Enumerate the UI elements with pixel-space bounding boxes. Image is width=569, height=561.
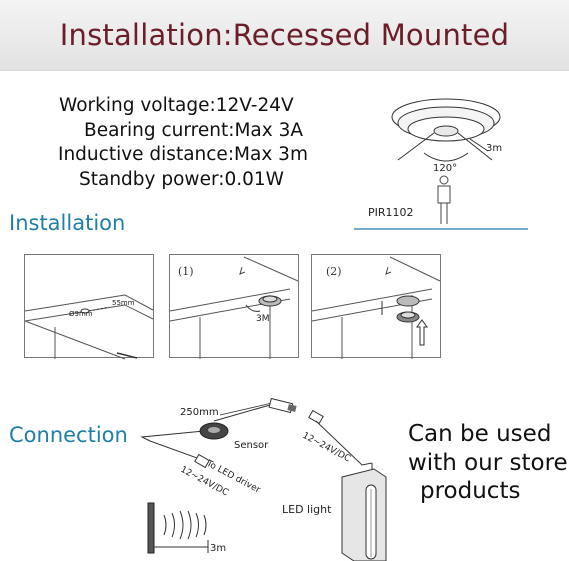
spec-voltage: Working voltage:12V-24V (59, 95, 294, 116)
tape-label: 3M (256, 314, 270, 324)
connector-block (268, 397, 297, 414)
range-leader (469, 138, 489, 152)
angle-arc (423, 152, 469, 162)
model-label: PIR1102 (368, 206, 414, 219)
cable-length-label: 250mm (180, 407, 219, 418)
push-arrow (416, 319, 428, 346)
step-2-label: (2) (326, 265, 342, 278)
tagline-line-1: Can be used (408, 421, 552, 447)
spec-current: Bearing current:Max 3A (84, 119, 304, 141)
led-light-label: LED light (282, 503, 332, 516)
wave-icon (163, 510, 207, 540)
compatibility-note: Can be used with our store products (408, 420, 568, 506)
spec-distance: Inductive distance:Max 3m (58, 144, 308, 165)
cable-length-dim (219, 402, 273, 416)
cabinet-mount-drawing: (1) 3M (169, 256, 299, 359)
driver-plug (149, 440, 210, 469)
sensor-range-diagram: 120° 3m PIR1102 (354, 98, 528, 230)
page-title: Installation:Recessed Mounted (59, 18, 510, 52)
wave-distance-label: 3m (210, 543, 226, 554)
hole-size-label: Ø9mm (69, 310, 93, 318)
range-label: 3m (486, 143, 502, 154)
person-icon (437, 175, 451, 224)
wiring-diagram: 250mm Sensor 12~24V/DC To LED driver 12~… (140, 397, 387, 561)
install-step-drill: Ø9mm 55mm (24, 254, 154, 360)
drill-hole (80, 308, 90, 314)
spec-list: Working voltage:12V-24V Bearing current:… (56, 94, 308, 192)
sensor-lens (433, 125, 459, 137)
installation-heading: Installation (9, 211, 126, 235)
led-light-bar (341, 468, 387, 561)
step-1-label: (1) (178, 265, 194, 278)
header-banner: Installation:Recessed Mounted (0, 0, 569, 71)
cabinet-press-drawing: (2) (311, 256, 441, 359)
dc-plug (308, 409, 373, 466)
connection-heading: Connection (9, 423, 128, 447)
tagline-line-2: with our store (408, 449, 568, 476)
offset-label: 55mm (112, 299, 135, 307)
cone-right-line (457, 132, 493, 161)
cabinet-drill-drawing: Ø9mm 55mm (24, 294, 154, 360)
install-step-2: (2) (311, 254, 441, 359)
sensor-label: Sensor (234, 440, 269, 451)
hand-panel (147, 502, 155, 554)
cone-left-line (397, 132, 435, 161)
install-step-1: (1) 3M (169, 254, 299, 359)
angle-label: 120° (433, 163, 457, 174)
tagline-line-3: products (420, 478, 521, 504)
spec-standby: Standby power:0.01W (79, 168, 284, 190)
